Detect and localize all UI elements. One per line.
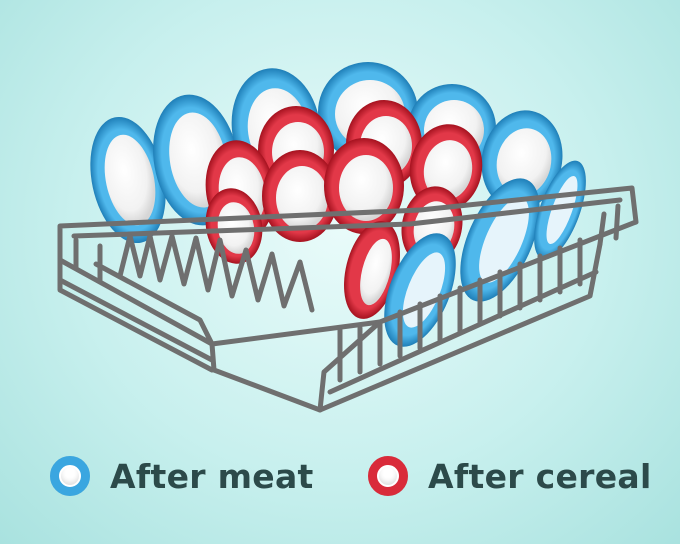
legend-label-cereal: After cereal bbox=[428, 456, 652, 496]
dishwasher-rack-illustration bbox=[57, 62, 639, 413]
wire-rack bbox=[57, 185, 639, 413]
blue-plate bbox=[90, 116, 166, 244]
blue-plate bbox=[481, 110, 563, 210]
legend-after-meat: After meat bbox=[50, 446, 314, 506]
legend-label-meat: After meat bbox=[110, 456, 314, 496]
red-plate bbox=[409, 124, 483, 212]
legend-after-cereal: After cereal bbox=[368, 446, 652, 506]
red-ring-icon bbox=[368, 456, 408, 496]
red-plate bbox=[324, 138, 404, 234]
blue-ring-icon bbox=[50, 456, 90, 496]
red-plate bbox=[344, 221, 400, 319]
